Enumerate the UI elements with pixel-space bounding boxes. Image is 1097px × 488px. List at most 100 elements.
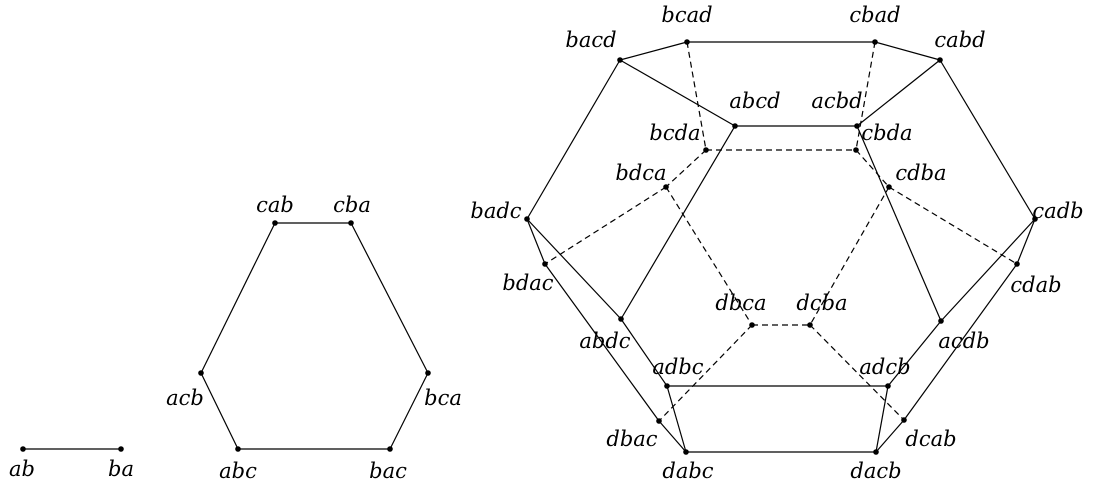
edge-dacb-dcab xyxy=(875,419,905,453)
edge-acbd-acdb xyxy=(856,125,942,322)
vertex-label-acbd: acbd xyxy=(811,89,862,113)
vertex-acb xyxy=(198,370,204,376)
vertex-label-ba: ba xyxy=(108,457,134,481)
edge-acdb-adcb xyxy=(887,320,942,387)
edge-cdab-dcab xyxy=(903,263,1018,421)
edges-layer xyxy=(23,41,1036,453)
vertex-acdb xyxy=(938,318,944,324)
vertex-cadb xyxy=(1032,216,1038,222)
vertex-abcd xyxy=(732,123,738,129)
edge-bacd-abcd xyxy=(619,59,736,127)
edge-badc-bdac xyxy=(526,218,546,265)
edge-cbda-cdba xyxy=(855,149,890,188)
vertex-dacb xyxy=(873,449,879,455)
edge-cdba-cdab xyxy=(888,186,1018,265)
vertex-label-ab: ab xyxy=(9,457,35,481)
vertex-label-cbda: cbda xyxy=(861,121,912,145)
vertex-bdca xyxy=(663,184,669,190)
edge-cbad-cabd xyxy=(874,41,941,61)
edge-bdca-dbca xyxy=(665,186,753,326)
vertex-abc xyxy=(235,446,241,452)
edge-adbc-dabc xyxy=(666,385,687,453)
vertex-label-acdb: acdb xyxy=(938,329,989,353)
edge-adcb-dacb xyxy=(875,385,889,453)
vertex-cdab xyxy=(1014,261,1020,267)
vertex-label-bdac: bdac xyxy=(502,271,553,295)
vertex-cbda xyxy=(853,147,859,153)
vertex-label-acb: acb xyxy=(166,386,204,410)
vertex-label-badc: badc xyxy=(470,199,521,223)
vertex-label-cdba: cdba xyxy=(895,161,946,185)
vertex-label-bcda: bcda xyxy=(649,121,700,145)
edge-dbca-dbac xyxy=(658,324,753,422)
vertex-label-dabc: dabc xyxy=(662,459,713,483)
vertex-label-cadb: cadb xyxy=(1032,199,1083,223)
vertex-dabc xyxy=(683,449,689,455)
edge-cadb-acdb xyxy=(940,218,1036,322)
edge-cabd-cadb xyxy=(939,59,1036,220)
vertex-bca xyxy=(425,370,431,376)
vertex-label-adcb: adcb xyxy=(859,355,910,379)
vertex-label-cab: cab xyxy=(256,193,294,217)
vertex-dcba xyxy=(807,322,813,328)
vertex-label-bcad: bcad xyxy=(661,3,712,27)
edge-bca-bac xyxy=(389,372,429,450)
vertex-cba xyxy=(348,220,354,226)
vertex-bcad xyxy=(684,39,690,45)
edge-dabc-dbac xyxy=(658,420,687,453)
vertex-abdc xyxy=(618,316,624,322)
vertex-label-cabd: cabd xyxy=(934,28,985,52)
vertex-label-abcd: abcd xyxy=(729,89,780,113)
edge-cbad-cbda xyxy=(855,41,876,151)
vertex-label-dacb: dacb xyxy=(850,459,901,483)
vertex-label-bacd: bacd xyxy=(565,28,616,52)
vertex-label-abdc: abdc xyxy=(579,329,630,353)
edge-cadb-cdab xyxy=(1016,218,1036,265)
edge-badc-abdc xyxy=(526,218,622,320)
edge-bacd-badc xyxy=(526,59,621,220)
edge-abc-acb xyxy=(200,372,239,450)
vertex-bac xyxy=(387,446,393,452)
edge-bcda-bdca xyxy=(665,149,707,188)
vertex-dbac xyxy=(656,418,662,424)
vertex-label-bdca: bdca xyxy=(615,161,666,185)
vertex-label-adbc: adbc xyxy=(652,355,703,379)
vertex-ab xyxy=(20,446,26,452)
labels-layer: ab ba cab cba bca bac abc acb bcad cbad bacd cabd ab… xyxy=(9,3,1084,483)
vertex-label-cbad: cbad xyxy=(849,3,900,27)
vertex-cdba xyxy=(886,184,892,190)
edge-bacd-bcad xyxy=(619,41,688,61)
vertex-badc xyxy=(524,216,530,222)
vertex-label-abc: abc xyxy=(219,459,257,483)
edge-bdca-bdac xyxy=(544,186,667,265)
edge-dcba-dcab xyxy=(809,324,905,421)
vertex-label-dcab: dcab xyxy=(905,427,956,451)
edge-abcd-abdc xyxy=(620,125,736,320)
edge-abdc-adbc xyxy=(620,318,668,387)
vertex-label-cba: cba xyxy=(333,193,371,217)
vertex-cabd xyxy=(937,57,943,63)
vertex-label-dcba: dcba xyxy=(796,291,847,315)
nodes-layer xyxy=(20,39,1038,455)
vertex-acbd xyxy=(854,123,860,129)
vertex-cab xyxy=(272,220,278,226)
vertex-bcda xyxy=(703,147,709,153)
vertex-adbc xyxy=(664,383,670,389)
vertex-ba xyxy=(118,446,124,452)
vertex-label-dbac: dbac xyxy=(606,427,657,451)
vertex-cbad xyxy=(872,39,878,45)
vertex-bdac xyxy=(542,261,548,267)
vertex-dbca xyxy=(749,322,755,328)
edge-bdac-dbac xyxy=(544,263,660,422)
vertex-bacd xyxy=(617,57,623,63)
edge-bcad-bcda xyxy=(686,41,707,151)
edge-cba-bca xyxy=(350,222,429,374)
vertex-label-bca: bca xyxy=(424,386,462,410)
vertex-label-cdab: cdab xyxy=(1010,273,1061,297)
edge-acbd-cabd xyxy=(856,59,941,127)
vertex-label-bac: bac xyxy=(369,459,407,483)
vertex-label-dbca: dbca xyxy=(715,291,766,315)
vertex-adcb xyxy=(885,383,891,389)
edge-cdba-dcba xyxy=(809,186,890,326)
